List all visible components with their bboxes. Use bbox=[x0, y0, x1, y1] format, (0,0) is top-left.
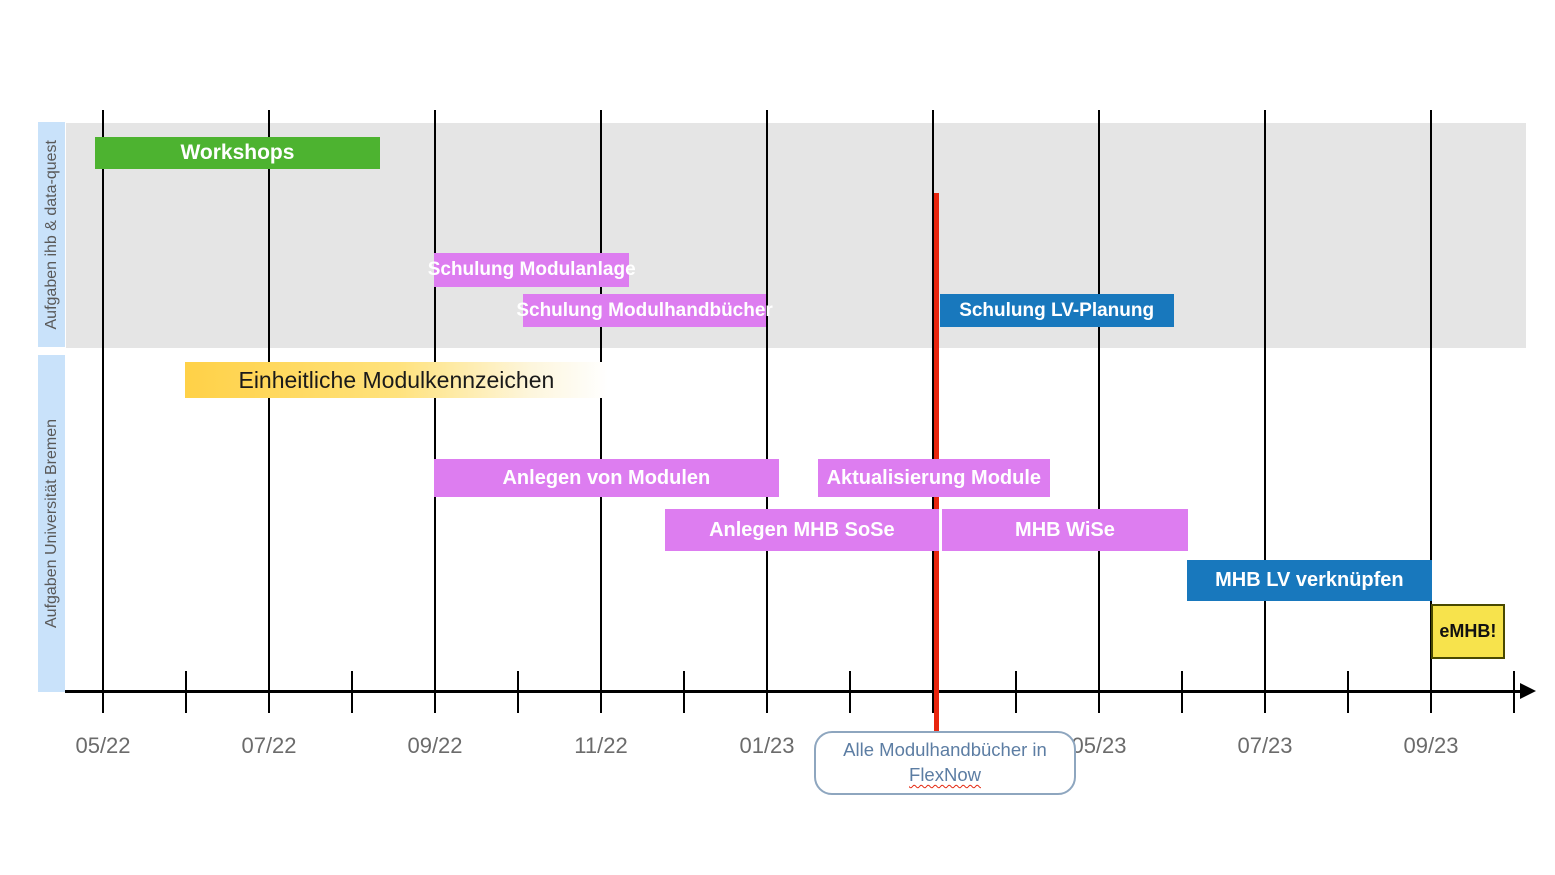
axis-arrow-icon bbox=[1520, 683, 1536, 699]
lane-strip-uni-bremen: Aufgaben Universität Bremen bbox=[38, 355, 65, 692]
axis-tick-label: 01/23 bbox=[739, 733, 795, 758]
major-gridline bbox=[434, 110, 436, 713]
axis-tick-label: 07/23 bbox=[1237, 733, 1293, 758]
task-bar-schulung-modulanlage: Schulung Modulanlage bbox=[428, 253, 636, 287]
major-gridline bbox=[1098, 110, 1100, 713]
major-gridline bbox=[1430, 110, 1432, 713]
task-bar-mhb-wise: MHB WiSe bbox=[942, 509, 1188, 551]
callout-line2-flexnow: FlexNow bbox=[909, 764, 981, 785]
task-bar-emhb: eMHB! bbox=[1431, 604, 1505, 659]
lane-label-ihb-data-quest: Aufgaben ihb & data-quest bbox=[42, 139, 60, 330]
axis-tick-label: 09/22 bbox=[407, 733, 463, 758]
axis-tick-label: 11/22 bbox=[574, 733, 628, 758]
task-bar-anlegen-mhb-sose: Anlegen MHB SoSe bbox=[664, 509, 939, 551]
lane-label-uni-bremen: Aufgaben Universität Bremen bbox=[42, 419, 60, 628]
task-bar-schulung-lv-planung: Schulung LV-Planung bbox=[939, 294, 1174, 327]
major-gridline bbox=[268, 110, 270, 713]
major-gridline bbox=[1264, 110, 1266, 713]
task-bar-mhb-lv-verknuepfen: MHB LV verknüpfen bbox=[1186, 560, 1432, 601]
axis-tick-label: 05/23 bbox=[1071, 733, 1127, 758]
time-axis bbox=[65, 690, 1522, 693]
axis-tick-label: 07/22 bbox=[241, 733, 297, 758]
major-gridline bbox=[766, 110, 768, 713]
task-bar-anlegen-von-modulen: Anlegen von Modulen bbox=[434, 459, 779, 497]
task-bar-workshops: Workshops bbox=[94, 137, 381, 169]
major-gridline bbox=[600, 110, 602, 713]
major-gridline bbox=[102, 110, 104, 713]
task-bar-schulung-modulhandbuecher: Schulung Modulhandbücher bbox=[516, 294, 773, 327]
callout-line1: Alle Modulhandbücher in bbox=[843, 739, 1047, 761]
flexnow-callout: Alle Modulhandbücher in FlexNow bbox=[814, 731, 1076, 795]
task-bar-einheitliche-modulkennzeichen: Einheitliche Modulkennzeichen bbox=[185, 362, 608, 398]
task-bar-aktualisierung-module: Aktualisierung Module bbox=[817, 459, 1051, 497]
lane-strip-ihb: Aufgaben ihb & data-quest bbox=[38, 122, 65, 347]
axis-tick-label: 09/23 bbox=[1403, 733, 1459, 758]
major-gridline bbox=[932, 110, 934, 713]
axis-tick-label: 05/22 bbox=[75, 733, 131, 758]
